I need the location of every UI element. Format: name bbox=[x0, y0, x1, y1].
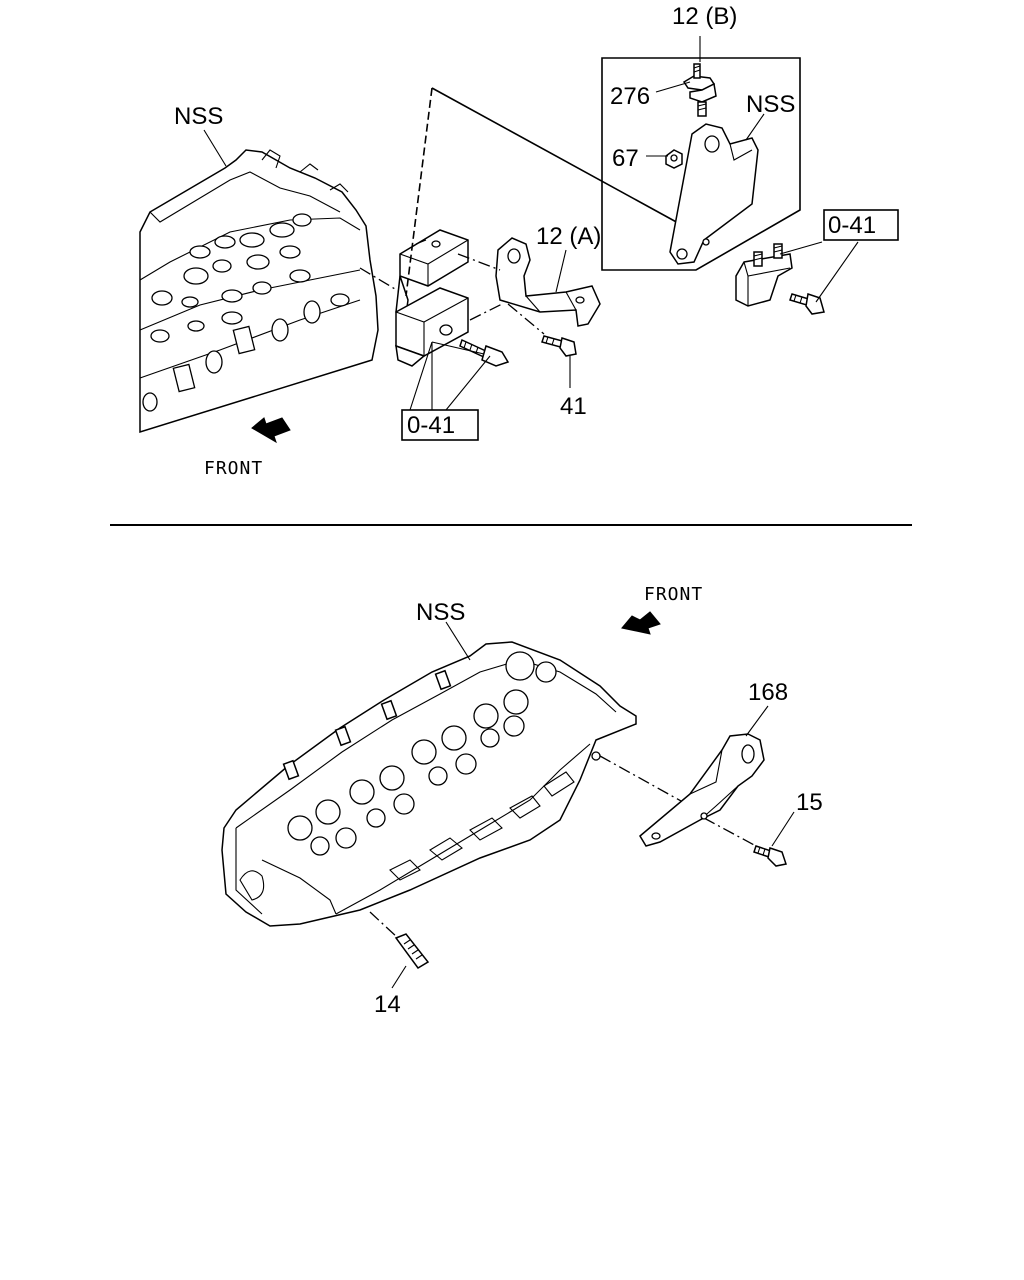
label-nss-engine: NSS bbox=[174, 103, 223, 130]
label-168: 168 bbox=[748, 679, 788, 706]
label-front-bottom: FRONT bbox=[644, 584, 703, 605]
label-12a: 12 (A) bbox=[536, 223, 601, 250]
cylinder-head-bottom bbox=[221, 641, 637, 927]
leader-frame-dashed bbox=[405, 87, 433, 297]
engine-cylinder-head-top bbox=[139, 149, 379, 434]
leader-nss-bracket bbox=[745, 113, 765, 141]
leader-12a bbox=[555, 249, 567, 293]
bolt-41 bbox=[507, 303, 577, 357]
top-view: 12 (B) 276 NSS NSS 67 12 (A) 0-41 0-41 4… bbox=[139, 3, 899, 479]
label-15: 15 bbox=[796, 789, 823, 816]
front-arrow-bottom-icon bbox=[621, 611, 661, 635]
detail-frame bbox=[601, 57, 801, 271]
alignment-line-bottom bbox=[599, 755, 691, 807]
stud-14 bbox=[369, 911, 430, 969]
leader-14 bbox=[391, 965, 407, 989]
alignment-line bbox=[359, 267, 401, 293]
bracket-12a bbox=[457, 237, 601, 327]
bracket-168 bbox=[639, 733, 765, 847]
leader-168 bbox=[745, 705, 769, 737]
leader-15 bbox=[771, 811, 795, 847]
label-nss-bracket: NSS bbox=[746, 91, 795, 118]
leader-041-right bbox=[779, 241, 859, 303]
label-041-right: 0-41 bbox=[828, 212, 876, 239]
leader-276 bbox=[655, 81, 691, 93]
bottom-view: NSS FRONT 168 15 14 bbox=[221, 584, 823, 1018]
label-276: 276 bbox=[610, 83, 650, 110]
ref-box-left bbox=[401, 409, 479, 441]
ref-box-right bbox=[823, 209, 899, 241]
label-14: 14 bbox=[374, 991, 401, 1018]
leader-041-left bbox=[409, 341, 491, 411]
mounting-block bbox=[395, 229, 469, 367]
bolt-left-block bbox=[459, 338, 510, 367]
leader-frame-top bbox=[431, 87, 681, 225]
leader-nss-head bbox=[445, 621, 471, 661]
bracket-right-engine-mount bbox=[735, 243, 825, 315]
front-arrow-icon bbox=[251, 417, 291, 444]
label-41: 41 bbox=[560, 393, 587, 420]
label-041-left: 0-41 bbox=[407, 412, 455, 439]
leader-nss-engine bbox=[203, 129, 227, 167]
label-67: 67 bbox=[612, 145, 639, 172]
bracket-12b bbox=[665, 63, 759, 265]
bolt-15 bbox=[753, 845, 787, 867]
label-nss-head: NSS bbox=[416, 599, 465, 626]
alignment-line-bolt bbox=[703, 817, 757, 847]
label-12b: 12 (B) bbox=[672, 3, 737, 30]
label-front-top: FRONT bbox=[204, 458, 263, 479]
